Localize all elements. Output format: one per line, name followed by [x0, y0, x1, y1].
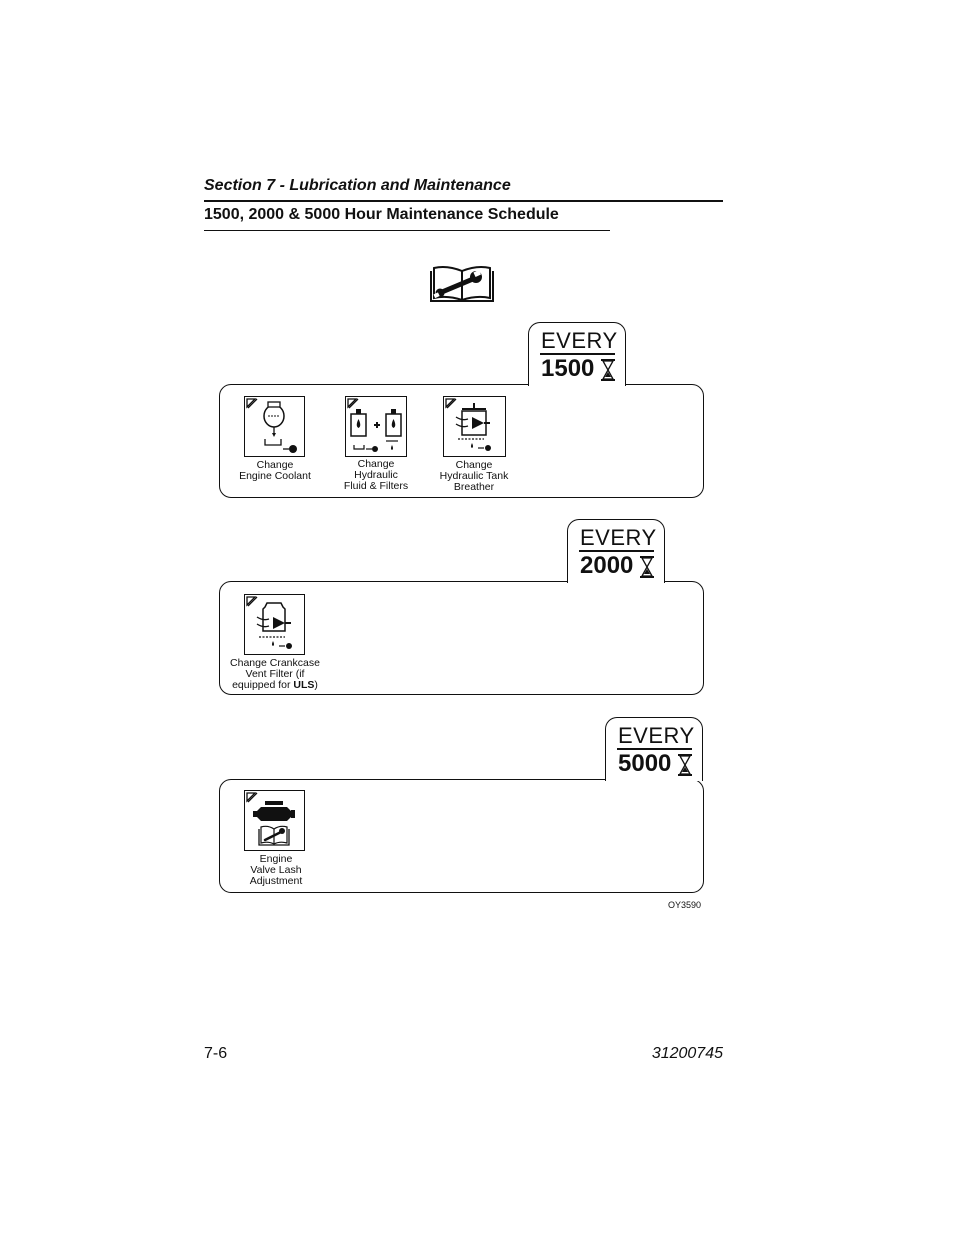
hours-value: 5000 — [618, 750, 672, 777]
page-subtitle: 1500, 2000 & 5000 Hour Maintenance Sched… — [204, 206, 559, 223]
subtitle-rule — [204, 230, 610, 231]
item-caption: Change Hydraulic Fluid & Filters — [343, 458, 409, 492]
every-label: EVERY — [541, 328, 618, 353]
caption-text: Change Crankcase Vent Filter (if equippe… — [230, 657, 320, 691]
hours-value: 1500 — [541, 355, 595, 382]
caption-bold: ULS — [293, 679, 315, 691]
engine-valve-lash-icon — [244, 790, 305, 851]
manual-wrench-icon — [429, 265, 495, 310]
tab-divider — [579, 550, 654, 552]
hourglass-icon — [678, 754, 692, 776]
item-caption: Change Engine Coolant — [239, 459, 311, 482]
document-number: 31200745 — [651, 1045, 723, 1062]
header-rule — [204, 200, 723, 202]
hydraulic-fluid-filters-icon — [345, 396, 407, 457]
tank-breather-icon — [443, 396, 506, 457]
hourglass-icon — [601, 359, 615, 381]
interval-tab-1500: EVERY 1500 — [528, 322, 626, 386]
item-caption: Change Hydraulic Tank Breather — [439, 459, 509, 493]
figure-code: OY3590 — [668, 900, 702, 910]
section-title: Section 7 - Lubrication and Maintenance — [204, 177, 511, 194]
tab-divider — [540, 353, 615, 355]
item-caption: Change Crankcase Vent Filter (if equippe… — [222, 658, 328, 691]
every-label: EVERY — [618, 723, 695, 748]
crankcase-vent-filter-icon — [244, 594, 305, 655]
interval-tab-2000: EVERY 2000 — [567, 519, 665, 583]
hours-value: 2000 — [580, 552, 634, 579]
engine-coolant-icon — [244, 396, 305, 457]
tab-divider — [617, 748, 692, 750]
page-number: 7-6 — [204, 1045, 228, 1062]
caption-text-end: ) — [314, 679, 318, 691]
hourglass-icon — [640, 556, 654, 578]
item-caption: Engine Valve Lash Adjustment — [249, 853, 303, 887]
every-label: EVERY — [580, 525, 657, 550]
interval-tab-5000: EVERY 5000 — [605, 717, 703, 781]
